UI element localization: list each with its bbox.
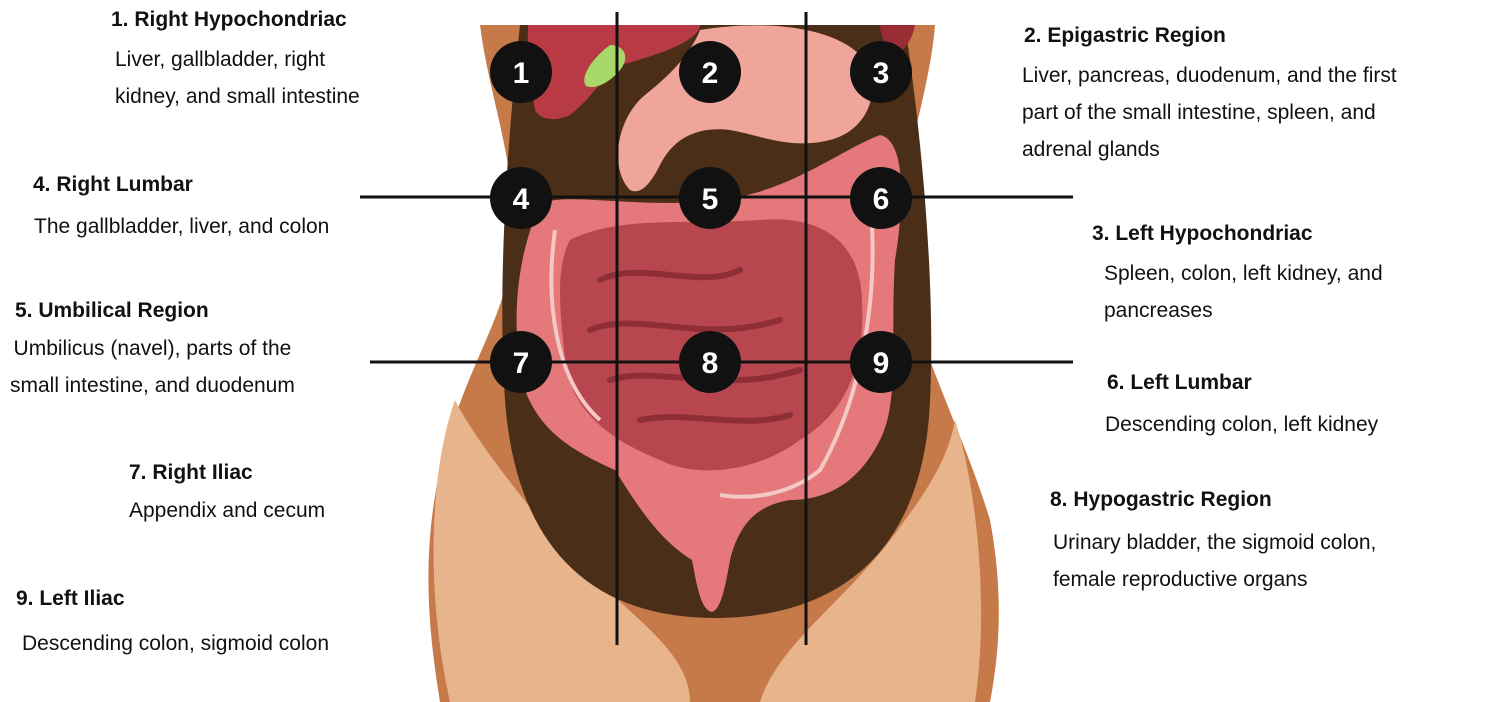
region-label-9: 9. Left Iliac Descending colon, sigmoid … — [16, 586, 329, 662]
region-title: 9. Left Iliac — [16, 586, 329, 612]
region-badge-number: 6 — [873, 183, 890, 216]
region-label-7: 7. Right Iliac Appendix and cecum — [129, 460, 325, 529]
region-label-4: 4. Right Lumbar The gallbladder, liver, … — [33, 172, 329, 245]
region-badge-1: 1 — [490, 41, 552, 103]
region-badge-4: 4 — [490, 167, 552, 229]
region-badge-7: 7 — [490, 331, 552, 393]
region-badge-3: 3 — [850, 41, 912, 103]
region-organs: Umbilicus (navel), parts of the small in… — [10, 330, 295, 404]
region-badge-number: 5 — [702, 183, 719, 216]
region-badge-number: 4 — [513, 183, 530, 216]
region-organs: Spleen, colon, left kidney, and pancreas… — [1104, 255, 1383, 329]
region-label-6: 6. Left Lumbar Descending colon, left ki… — [1107, 370, 1378, 443]
region-badge-5: 5 — [679, 167, 741, 229]
region-badge-number: 9 — [873, 347, 890, 380]
region-organs: Descending colon, left kidney — [1105, 406, 1378, 443]
region-badge-8: 8 — [679, 331, 741, 393]
region-title: 3. Left Hypochondriac — [1092, 221, 1383, 247]
region-organs: Liver, pancreas, duodenum, and the first… — [1022, 57, 1397, 168]
region-label-1: 1. Right Hypochondriac Liver, gallbladde… — [111, 7, 360, 115]
region-label-3: 3. Left Hypochondriac Spleen, colon, lef… — [1092, 221, 1383, 329]
region-label-5: 5. Umbilical Region Umbilicus (navel), p… — [15, 298, 295, 404]
region-organs: Liver, gallbladder, right kidney, and sm… — [115, 41, 360, 115]
region-title: 4. Right Lumbar — [33, 172, 329, 198]
region-title: 2. Epigastric Region — [1024, 23, 1397, 49]
region-title: 6. Left Lumbar — [1107, 370, 1378, 396]
region-badge-number: 8 — [702, 347, 719, 380]
region-badge-number: 1 — [513, 57, 530, 90]
region-label-2: 2. Epigastric Region Liver, pancreas, du… — [1024, 23, 1397, 168]
region-organs: Urinary bladder, the sigmoid colon, fema… — [1053, 524, 1376, 598]
region-title: 5. Umbilical Region — [15, 298, 295, 324]
region-title: 7. Right Iliac — [129, 460, 325, 486]
region-badge-2: 2 — [679, 41, 741, 103]
region-organs: Descending colon, sigmoid colon — [22, 625, 329, 662]
region-organs: The gallbladder, liver, and colon — [34, 208, 329, 245]
region-badge-number: 7 — [513, 347, 530, 380]
region-title: 8. Hypogastric Region — [1050, 487, 1376, 513]
region-organs: Appendix and cecum — [129, 492, 325, 529]
region-badge-number: 2 — [702, 57, 719, 90]
region-label-8: 8. Hypogastric Region Urinary bladder, t… — [1050, 487, 1376, 598]
region-title: 1. Right Hypochondriac — [111, 7, 360, 33]
region-badge-9: 9 — [850, 331, 912, 393]
region-badge-6: 6 — [850, 167, 912, 229]
region-badge-number: 3 — [873, 57, 890, 90]
